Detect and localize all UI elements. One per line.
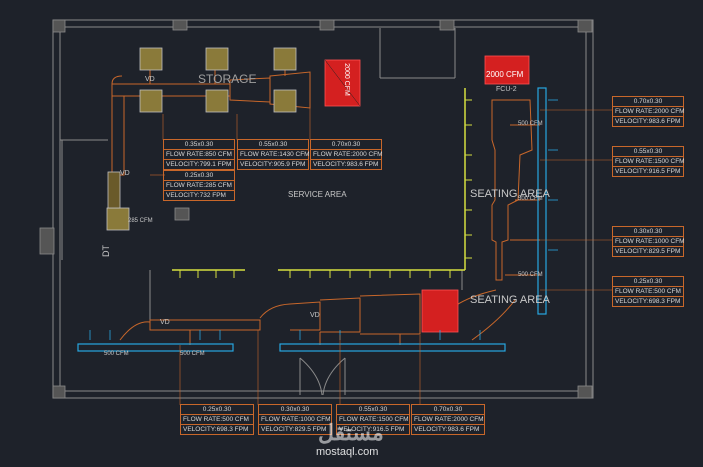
leader-lines <box>150 108 612 405</box>
fcu-1-rate: 2000 CFM <box>342 63 350 96</box>
ceiling-diffusers <box>106 47 297 231</box>
slot-cfm: 500 CFM <box>518 272 543 278</box>
return-grille-line <box>172 88 466 271</box>
area-label-storage: STORAGE <box>198 72 257 86</box>
return-grille-ticks <box>179 99 472 278</box>
fcu-2-name: FCU-2 <box>496 86 517 93</box>
wall-columns <box>39 19 593 399</box>
fcu-1 <box>324 59 361 107</box>
slot-cfm: 500 CFM <box>180 351 205 357</box>
fcu-2-rate: 2000 CFM <box>486 70 524 79</box>
vd-label: VD <box>120 170 130 177</box>
supply-slot-right <box>537 87 547 315</box>
area-label-seating-2: SEATING AREA <box>470 294 550 306</box>
vd-label: VD <box>145 76 155 83</box>
area-label-service: SERVICE AREA <box>288 190 347 199</box>
area-label-seating-1: SEATING AREA <box>470 188 550 200</box>
slot-cfm: 500 CFM <box>518 196 543 202</box>
dt-label: DT <box>101 245 111 257</box>
fcu-3 <box>421 289 459 333</box>
fcu-2 <box>484 55 530 85</box>
watermark-url: mostaql.com <box>316 446 379 458</box>
slot-cfm: 500 CFM <box>104 351 129 357</box>
slot-cfm: 500 CFM <box>518 121 543 127</box>
watermark-brand: مستقل <box>318 420 384 445</box>
supply-slot-bottom <box>77 343 506 352</box>
right-duct-run <box>491 99 540 281</box>
vd-label: VD <box>160 319 170 326</box>
vd-label: VD <box>310 312 320 319</box>
diffuser-cfm: 285 CFM <box>128 218 153 224</box>
